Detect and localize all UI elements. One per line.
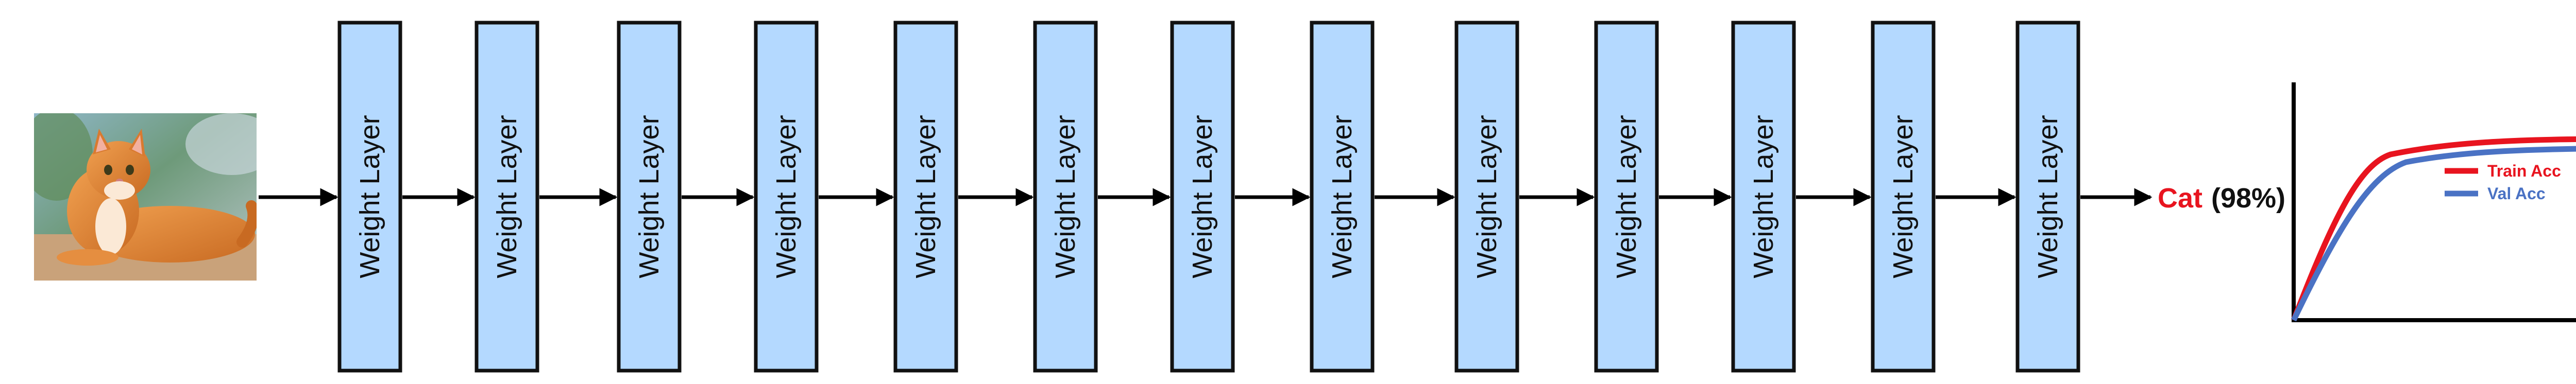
weight-layer-label: Weight Layer	[1611, 115, 1642, 278]
weight-layer-label: Weight Layer	[771, 115, 802, 278]
weight-layer-box: Weight Layer	[2015, 21, 2080, 373]
weight-layer-box: Weight Layer	[1731, 21, 1796, 373]
weight-layer-box: Weight Layer	[474, 21, 539, 373]
weight-layer-box: Weight Layer	[1033, 21, 1098, 373]
weight-layer-box: Weight Layer	[617, 21, 682, 373]
weight-layer-label: Weight Layer	[492, 115, 522, 278]
weight-layer-label: Weight Layer	[354, 115, 385, 278]
cat-photo-icon	[34, 113, 257, 281]
weight-layer-box: Weight Layer	[337, 21, 402, 373]
weight-layer-rect	[617, 21, 682, 373]
weight-layer-rect	[1310, 21, 1375, 373]
weight-layer-rect	[893, 21, 958, 373]
legend-label: Val Acc	[2487, 184, 2546, 203]
weight-layer-label: Weight Layer	[1327, 115, 1358, 278]
weight-layer-rect	[474, 21, 539, 373]
legend-label: Train Acc	[2487, 162, 2561, 180]
weight-layer-rect	[1731, 21, 1796, 373]
weight-layer-box: Weight Layer	[1310, 21, 1375, 373]
weight-layer-label: Weight Layer	[1187, 115, 1218, 278]
weight-layer-rect	[1170, 21, 1235, 373]
weight-layer-rect	[1594, 21, 1659, 373]
prediction-output: Cat (98%)	[2158, 183, 2285, 214]
weight-layer-box: Weight Layer	[754, 21, 819, 373]
weight-layer-rect	[1454, 21, 1519, 373]
weight-layer-rect	[2015, 21, 2080, 373]
weight-layer-label: Weight Layer	[2032, 115, 2063, 278]
weight-layer-box: Weight Layer	[893, 21, 958, 373]
weight-layer-rect	[754, 21, 819, 373]
prediction-class-label: Cat	[2158, 183, 2202, 214]
weight-layers: Weight Layer Weight Layer Weight Layer Weig…	[337, 21, 2080, 373]
weight-layer-rect	[1033, 21, 1098, 373]
weight-layer-label: Weight Layer	[1050, 115, 1081, 278]
weight-layer-label: Weight Layer	[1748, 115, 1779, 278]
weight-layer-box: Weight Layer	[1454, 21, 1519, 373]
weight-layer-label: Weight Layer	[1471, 115, 1502, 278]
prediction-confidence-label: (98%)	[2211, 183, 2285, 214]
train-acc-curve	[2291, 136, 2576, 321]
weight-layer-label: Weight Layer	[634, 115, 665, 278]
weight-layer-rect	[337, 21, 402, 373]
weight-layer-label: Weight Layer	[1888, 115, 1919, 278]
weight-layer-box: Weight Layer	[1594, 21, 1659, 373]
weight-layer-rect	[1871, 21, 1936, 373]
weight-layer-label: Weight Layer	[910, 115, 941, 278]
weight-layer-box: Weight Layer	[1871, 21, 1936, 373]
weight-layer-box: Weight Layer	[1170, 21, 1235, 373]
val-acc-curve	[2291, 146, 2576, 322]
